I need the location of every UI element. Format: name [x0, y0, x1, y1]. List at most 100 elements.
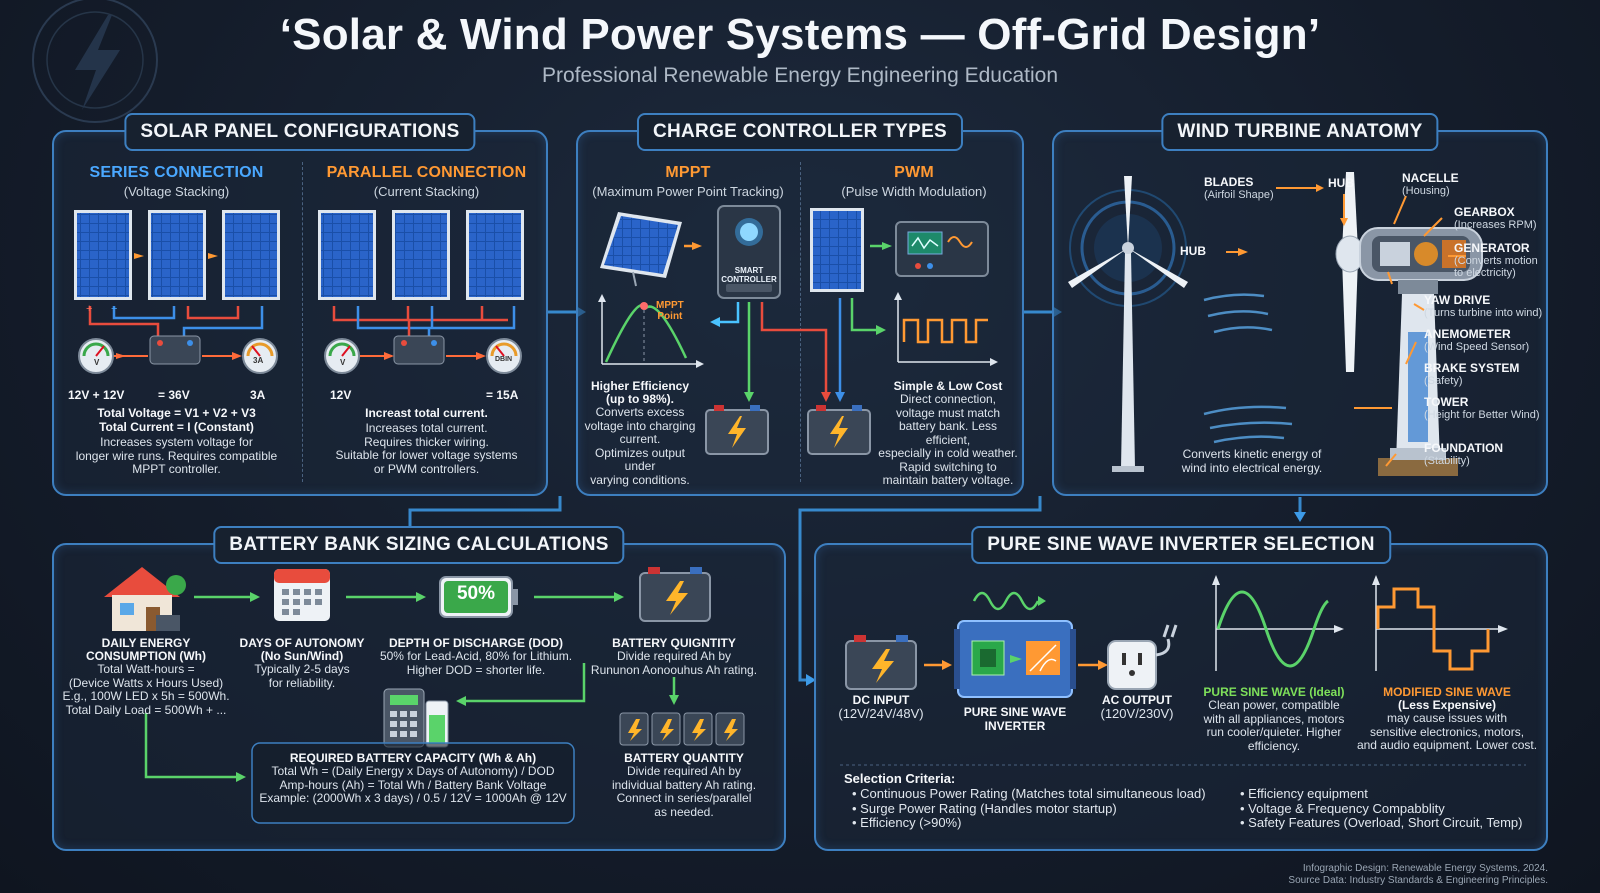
voltmeter-icon	[78, 338, 114, 374]
gauge-left-label: V	[94, 358, 100, 367]
pwm-description: Direct connection,	[899, 392, 997, 406]
mppt-description: Optimizes output under	[594, 445, 686, 473]
wind-caption: Converts kinetic energy of	[1182, 447, 1322, 461]
battery-quantity-line: as needed.	[654, 804, 714, 819]
power-outlet-icon	[1107, 624, 1178, 690]
series-voltage-label: 12V + 12V	[68, 388, 125, 402]
modified-sine-line: sensitive electronics, motors,	[1369, 724, 1525, 739]
battery-quantity-line: Divide required Ah by	[626, 764, 742, 778]
dod-badge: 50%	[456, 583, 496, 604]
inverter-diagram	[840, 575, 1526, 766]
pure-sine-line: run cooler/quieter. Higher	[1206, 725, 1342, 739]
lightning-bolt-icon	[32, 0, 158, 123]
yaw-drive-sublabel: (Turns turbine into wind)	[1424, 307, 1543, 319]
hub-label: HUB	[1328, 176, 1354, 190]
page-title: ‘Solar & Wind Power Systems — Off-Grid D…	[279, 10, 1321, 59]
pwm-subheading: (Pulse Width Modulation)	[841, 184, 987, 199]
anemometer-sublabel: (Wind Speed Sensor)	[1424, 341, 1530, 353]
solar-wiring-diagram: + −	[74, 210, 524, 374]
ac-output-heading: AC OUTPUT	[1102, 693, 1172, 707]
criteria-item: • Surge Power Rating (Handles motor star…	[852, 800, 1117, 816]
battery-icon	[705, 405, 769, 455]
mppt-efficiency: Higher Efficiency	[590, 379, 690, 393]
page-subtitle: Professional Renewable Energy Engineerin…	[542, 64, 1058, 87]
series-description: longer wire runs. Requires compatible	[75, 448, 278, 463]
mppt-description: voltage into charging	[584, 418, 696, 433]
pwm-description: especially in cold weather.	[878, 446, 1018, 460]
pwm-controller-icon	[895, 221, 989, 277]
series-subheading: (Voltage Stacking)	[123, 184, 230, 199]
criteria-item: • Safety Features (Overload, Short Circu…	[1240, 815, 1523, 830]
dod-battery-icon	[439, 576, 518, 618]
battery-quigntity-line: Divide required Ah by	[616, 649, 732, 663]
battery-bank-icon	[619, 712, 745, 746]
parallel-subheading: (Current Stacking)	[373, 184, 480, 199]
daily-energy-line: (Device Watts x Hours Used)	[68, 675, 224, 690]
parallel-description: Suitable for lower voltage systems	[335, 448, 518, 462]
inverter-icon	[954, 620, 1076, 698]
criteria-item: • Efficiency (>90%)	[852, 815, 962, 830]
daily-energy-line: E.g., 100W LED x 5h = 500Wh.	[62, 689, 230, 703]
tower-label: TOWER	[1424, 395, 1469, 409]
brake-system-sublabel: (Safety)	[1424, 375, 1463, 387]
pwm-description: battery bank. Less efficient,	[898, 419, 998, 447]
inverter-heading: PURE SINE WAVE	[963, 705, 1067, 719]
dod-line: Higher DOD = shorter life.	[406, 662, 546, 677]
section-title: SOLAR PANEL CONFIGURATIONS	[124, 113, 476, 151]
series-formula: Total Voltage = V1 + V2 + V3	[97, 406, 256, 420]
series-total-voltage: = 36V	[158, 388, 190, 402]
ammeter-icon	[242, 338, 278, 374]
daily-energy-line: Total Daily Load = 500Wh + ...	[65, 702, 227, 717]
ac-output-sub: (120V/230V)	[1100, 706, 1174, 721]
required-capacity-line: Total Wh = (Daily Energy x Days of Auton…	[271, 764, 555, 778]
svg-text:−: −	[111, 303, 117, 315]
mppt-efficiency: (up to 98%).	[606, 392, 674, 406]
battery-quantity-line: Connect in series/parallel	[616, 791, 752, 805]
pure-sine-line: Clean power, compatible	[1208, 698, 1340, 712]
anemometer-label: ANEMOMETER	[1424, 327, 1511, 341]
mppt-description: Converts excess	[595, 405, 685, 419]
foundation-sublabel: (Stability)	[1424, 455, 1470, 467]
svg-text:+: +	[86, 303, 92, 315]
modified-sine-line: may cause issues with	[1386, 711, 1508, 725]
smart-controller-icon	[717, 205, 781, 299]
section-title: PURE SINE WAVE INVERTER SELECTION	[971, 526, 1391, 564]
autonomy-heading: (No Sun/Wind)	[260, 649, 344, 663]
criteria-item: • Efficiency equipment	[1240, 786, 1368, 801]
battery-sizing-flow	[104, 567, 745, 824]
series-heading: SERIES CONNECTION	[89, 164, 264, 181]
gearbox-sublabel: (Increases RPM)	[1454, 219, 1537, 231]
solar-panel-icon	[600, 212, 682, 287]
dc-input-heading: DC INPUT	[852, 693, 910, 707]
mppt-description: varying conditions.	[590, 472, 690, 487]
brake-system-label: BRAKE SYSTEM	[1424, 361, 1520, 375]
modified-sine-subheading: (Less Expensive)	[1397, 698, 1497, 712]
battery-icon	[845, 635, 917, 690]
parallel-voltage-label: 12V	[330, 388, 352, 402]
battery-quigntity-heading: BATTERY QUIGNTITY	[612, 636, 736, 650]
mppt-subheading: (Maximum Power Point Tracking)	[592, 184, 784, 199]
solar-panel-configurations-section: SOLAR PANEL CONFIGURATIONS SERIES CONNEC…	[52, 113, 548, 496]
inverter-heading: INVERTER	[984, 719, 1046, 733]
section-title: WIND TURBINE ANATOMY	[1161, 113, 1439, 151]
pure-sine-heading: PURE SINE WAVE (Ideal)	[1203, 685, 1345, 699]
hub-label-left: HUB	[1180, 244, 1206, 258]
section-title: BATTERY BANK SIZING CALCULATIONS	[213, 526, 625, 564]
series-formula: Total Current = I (Constant)	[99, 420, 254, 434]
battery-quantity-heading: BATTERY QUANTITY	[624, 751, 744, 765]
wind-caption: wind into electrical energy.	[1181, 460, 1323, 475]
battery-bank-section: BATTERY BANK SIZING CALCULATIONS	[52, 526, 786, 851]
required-capacity-line: Amp-hours (Ah) = Total Wh / Battery Bank…	[279, 777, 547, 792]
pure-sine-line: with all appliances, motors	[1203, 711, 1345, 726]
modified-sine-heading: MODIFIED SINE WAVE	[1383, 685, 1511, 699]
wind-turbine-icon	[1068, 176, 1188, 472]
gauge-left-label: V	[340, 358, 346, 367]
mppt-point-label: Point	[657, 311, 683, 322]
dod-heading: DEPTH OF DISCHARGE (DOD)	[389, 636, 563, 650]
mppt-description: current.	[619, 432, 661, 446]
gearbox-label: GEARBOX	[1454, 205, 1515, 219]
house-icon	[104, 567, 186, 631]
battery-quantity-line: individual battery Ah rating.	[611, 777, 757, 792]
series-description: Increases system voltage for	[100, 435, 253, 449]
required-capacity-line: Example: (2000Wh x 3 days) / 0.5 / 12V =…	[259, 791, 567, 805]
